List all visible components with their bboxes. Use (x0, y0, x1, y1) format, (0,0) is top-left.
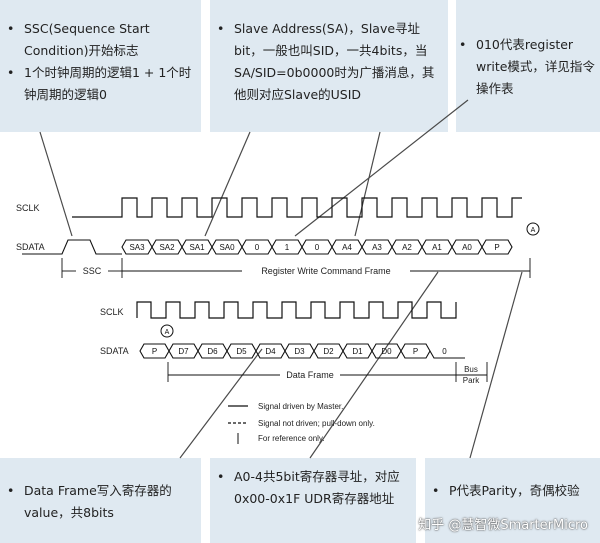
sdata2-cell-label: P (152, 347, 157, 356)
sdata-waveform-1 (22, 239, 513, 255)
marker-a-1 (526, 222, 540, 236)
frame1-dimensions (61, 258, 531, 278)
sdata2-cell-label: D1 (352, 347, 363, 356)
sdata-label-2: SDATA (100, 346, 129, 356)
sdata-waveform-2 (139, 343, 465, 359)
callout-slave-address: Slave Address(SA)，Slave寻址bit，一般也叫SID，一共4… (210, 0, 448, 132)
sdata2-cell-label: D4 (265, 347, 276, 356)
sdata-label: SDATA (16, 242, 45, 252)
callout-data-frame: Data Frame写入寄存器的value，共8bits (0, 458, 201, 543)
sdata1-cell-label: A3 (372, 243, 382, 252)
bus-park-label-2: Park (463, 376, 480, 385)
legend-not-driven: Signal not driven; pull-down only. (258, 419, 375, 428)
command-frame-label: Register Write Command Frame (261, 266, 390, 276)
callout-cmd-item-1: 010代表register write模式，详见指令操作表 (456, 34, 596, 100)
sdata1-cell-label: A0 (462, 243, 472, 252)
data-frame-label: Data Frame (286, 370, 334, 380)
sdata1-cell-label: 1 (285, 243, 290, 252)
sclk-label: SCLK (16, 203, 40, 213)
bus-park-label-1: Bus (464, 365, 478, 374)
sdata1-cell-label: SA2 (159, 243, 175, 252)
callout-ssc-item-1: SSC(Sequence Start Condition)开始标志 (4, 18, 195, 62)
ssc-label: SSC (83, 266, 102, 276)
sdata2-cell-label: D6 (207, 347, 218, 356)
watermark: 知乎 @慧智微SmarterMicro (418, 518, 588, 533)
sdata1-cell-label: P (494, 243, 499, 252)
marker-a-2-label: A (165, 329, 170, 336)
sdata2-cell-label: D2 (323, 347, 334, 356)
sclk-label-2: SCLK (100, 307, 124, 317)
marker-a-2 (160, 324, 174, 338)
sdata2-cell-label: P (413, 347, 418, 356)
sdata2-cell-label: 0 (442, 347, 447, 356)
sdata2-cell-label: D5 (236, 347, 247, 356)
callout-command: 010代表register write模式，详见指令操作表 (456, 0, 600, 132)
callout-parity-item-1: P代表Parity，奇偶校验 (429, 480, 596, 502)
marker-a-1-label: A (531, 227, 536, 234)
sdata2-bus-park (429, 350, 465, 359)
callout-address: A0-4共5bit寄存器寻址，对应0x00-0x1F UDR寄存器地址 (210, 458, 416, 543)
sdata1-cell-label: SA0 (219, 243, 235, 252)
sdata2-cell-label: D0 (381, 347, 392, 356)
sdata1-cell-label: A2 (402, 243, 412, 252)
legend: Signal driven by Master. Signal not driv… (228, 402, 375, 444)
sdata2-cell-label: D7 (178, 347, 189, 356)
callout-addr-item-1: A0-4共5bit寄存器寻址，对应0x00-0x1F UDR寄存器地址 (214, 466, 410, 510)
callout-sa-item-1: Slave Address(SA)，Slave寻址bit，一般也叫SID，一共4… (214, 18, 442, 106)
sdata2-cell-label: D3 (294, 347, 305, 356)
sdata1-cell-label: SA3 (129, 243, 145, 252)
callout-ssc-item-2: 1个时钟周期的逻辑1 + 1个时钟周期的逻辑0 (4, 62, 195, 106)
callout-pointers (39, 99, 523, 459)
sclk-waveform-2 (136, 301, 457, 319)
sclk-waveform-1 (72, 197, 522, 218)
sdata1-cell-label: 0 (255, 243, 260, 252)
callout-df-item-1: Data Frame写入寄存器的value，共8bits (4, 480, 195, 524)
legend-driven: Signal driven by Master. (258, 402, 343, 411)
sdata1-cell (481, 239, 513, 255)
callout-parity: P代表Parity，奇偶校验 (425, 458, 600, 543)
legend-reference: For reference only. (258, 434, 325, 443)
sdata1-cell-label: 0 (315, 243, 320, 252)
sdata1-cell-label: A4 (342, 243, 352, 252)
sdata1-cell-label: A1 (432, 243, 442, 252)
sdata1-cell-label: SA1 (189, 243, 205, 252)
callout-ssc: SSC(Sequence Start Condition)开始标志 1个时钟周期… (0, 0, 201, 132)
frame2-dimensions (167, 362, 488, 382)
